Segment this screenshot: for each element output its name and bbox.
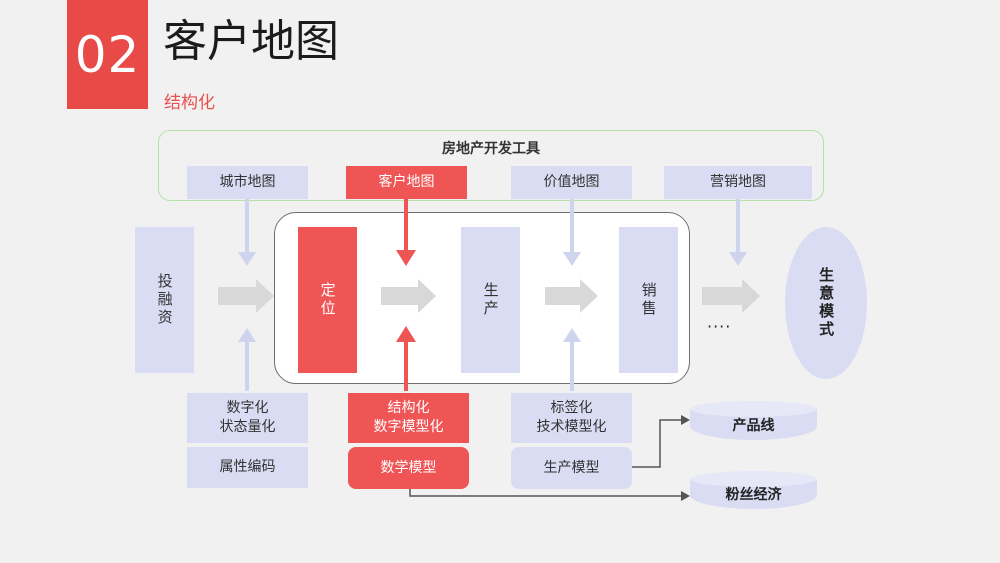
stage-business-model: 生意模式	[785, 227, 867, 379]
tool-value-map: 价值地图	[511, 166, 632, 199]
section-number: 02	[74, 25, 141, 84]
structuring-box: 结构化 数字模型化	[348, 393, 469, 443]
output-fan-economy-label: 粉丝经济	[725, 487, 782, 503]
product-line-arrowhead	[681, 415, 690, 425]
attribute-coding-label: 属性编码	[219, 459, 276, 476]
customer-map-down-arrowhead	[396, 250, 416, 266]
flow-arrow-4	[702, 279, 760, 313]
value-map-down-arrowhead	[563, 252, 581, 266]
stage-produce: 生产	[461, 227, 520, 373]
stage-position-label: 定位	[318, 282, 337, 318]
section-number-badge: 02	[67, 0, 148, 109]
digitize-label: 数字化 状态量化	[219, 400, 276, 435]
output-product-line-label: 产品线	[732, 417, 775, 434]
stage-invest: 投融资	[135, 227, 194, 373]
stage-sales: 销售	[619, 227, 678, 373]
page-title: 客户地图	[163, 16, 339, 67]
structuring-up-arrowhead	[396, 326, 416, 342]
connector-to-product-line	[632, 419, 682, 468]
attribute-coding-box: 属性编码	[187, 447, 308, 488]
output-product-line: 产品线	[690, 401, 817, 440]
tagging-box: 标签化 技术模型化	[511, 393, 632, 443]
page-subtitle: 结构化	[164, 93, 215, 113]
connector-to-fan-economy	[409, 489, 682, 497]
flow-arrow-3	[545, 279, 598, 313]
tools-group-frame	[158, 130, 824, 201]
structuring-label: 结构化 数字模型化	[373, 400, 444, 435]
city-map-down-arrowhead	[238, 252, 256, 266]
tool-marketing-map: 营销地图	[664, 166, 812, 199]
tool-value-map-label: 价值地图	[543, 174, 600, 191]
digitize-up-arrowhead	[238, 328, 256, 342]
stage-produce-label: 生产	[481, 282, 500, 318]
math-model-box: 数学模型	[348, 447, 469, 489]
output-fan-economy: 粉丝经济	[690, 471, 817, 509]
production-model-box: 生产模型	[511, 447, 632, 489]
marketing-map-down-arrowhead	[729, 252, 747, 266]
tools-group-title: 房地产开发工具	[442, 141, 540, 157]
tool-customer-map-label: 客户地图	[378, 174, 435, 191]
tool-marketing-map-label: 营销地图	[710, 174, 766, 191]
digitize-box: 数字化 状态量化	[187, 393, 308, 443]
flow-arrow-2	[381, 279, 436, 313]
tool-customer-map: 客户地图	[346, 166, 467, 199]
math-model-label: 数学模型	[380, 459, 437, 476]
tagging-up-arrowhead	[563, 328, 581, 342]
tool-city-map-label: 城市地图	[219, 174, 276, 191]
stage-invest-label: 投融资	[155, 273, 174, 327]
tagging-label: 标签化 技术模型化	[536, 400, 607, 435]
fan-economy-arrowhead	[681, 491, 690, 501]
tool-city-map: 城市地图	[187, 166, 308, 199]
stage-business-model-label: 生意模式	[817, 267, 836, 339]
flow-arrow-1	[218, 279, 274, 313]
continuation-ellipsis: ····	[707, 317, 732, 336]
production-model-label: 生产模型	[543, 459, 600, 476]
stage-sales-label: 销售	[639, 282, 658, 318]
stage-position: 定位	[298, 227, 357, 373]
